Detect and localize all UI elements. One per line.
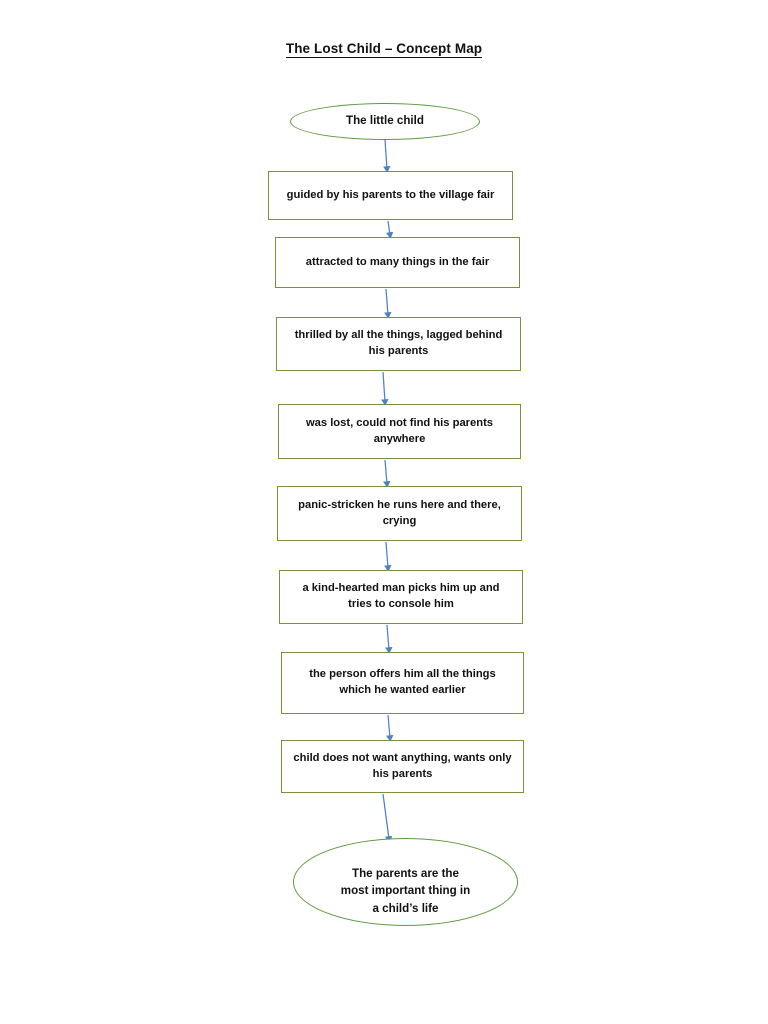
connector-arrow-icon	[381, 371, 389, 406]
node-parents-most-important[interactable]: The parents are the most important thing…	[293, 838, 518, 926]
node-panic-stricken[interactable]: panic-stricken he runs here and there, c…	[277, 486, 522, 541]
node-lagged-behind[interactable]: thrilled by all the things, lagged behin…	[276, 317, 521, 371]
node-label: child does not want anything, wants only…	[293, 751, 512, 780]
connector-arrow-icon	[386, 714, 394, 742]
node-was-lost[interactable]: was lost, could not find his parents any…	[278, 404, 521, 459]
node-label: thrilled by all the things, lagged behin…	[294, 329, 503, 357]
node-label: a kind-hearted man picks him up and trie…	[302, 582, 500, 610]
node-label: panic-stricken he runs here and there, c…	[298, 498, 501, 527]
node-attracted-to-things[interactable]: attracted to many things in the fair	[275, 237, 520, 288]
node-label: the person offers him all the things whi…	[309, 668, 496, 696]
node-guided-to-fair[interactable]: guided by his parents to the village fai…	[268, 171, 513, 220]
connector-arrow-icon	[384, 288, 392, 319]
node-label: The parents are the most important thing…	[340, 867, 471, 915]
node-label: attracted to many things in the fair	[305, 255, 490, 268]
node-label: was lost, could not find his parents any…	[305, 416, 494, 445]
connector-arrow-icon	[382, 793, 393, 843]
page-title: The Lost Child – Concept Map	[0, 41, 768, 58]
node-wants-only-parents[interactable]: child does not want anything, wants only…	[281, 740, 524, 793]
node-person-offers-things[interactable]: the person offers him all the things whi…	[281, 652, 524, 714]
connector-arrow-icon	[383, 459, 391, 488]
page-title-text: The Lost Child – Concept Map	[285, 41, 483, 58]
node-the-little-child[interactable]: The little child	[290, 103, 480, 140]
connector-arrow-icon	[384, 541, 392, 572]
node-label: guided by his parents to the village fai…	[286, 188, 495, 201]
connector-arrow-icon	[385, 220, 394, 239]
node-label: The little child	[346, 114, 424, 128]
connector-arrow-icon	[383, 139, 391, 173]
node-kind-hearted-man[interactable]: a kind-hearted man picks him up and trie…	[279, 570, 523, 624]
connector-arrow-icon	[385, 624, 393, 654]
